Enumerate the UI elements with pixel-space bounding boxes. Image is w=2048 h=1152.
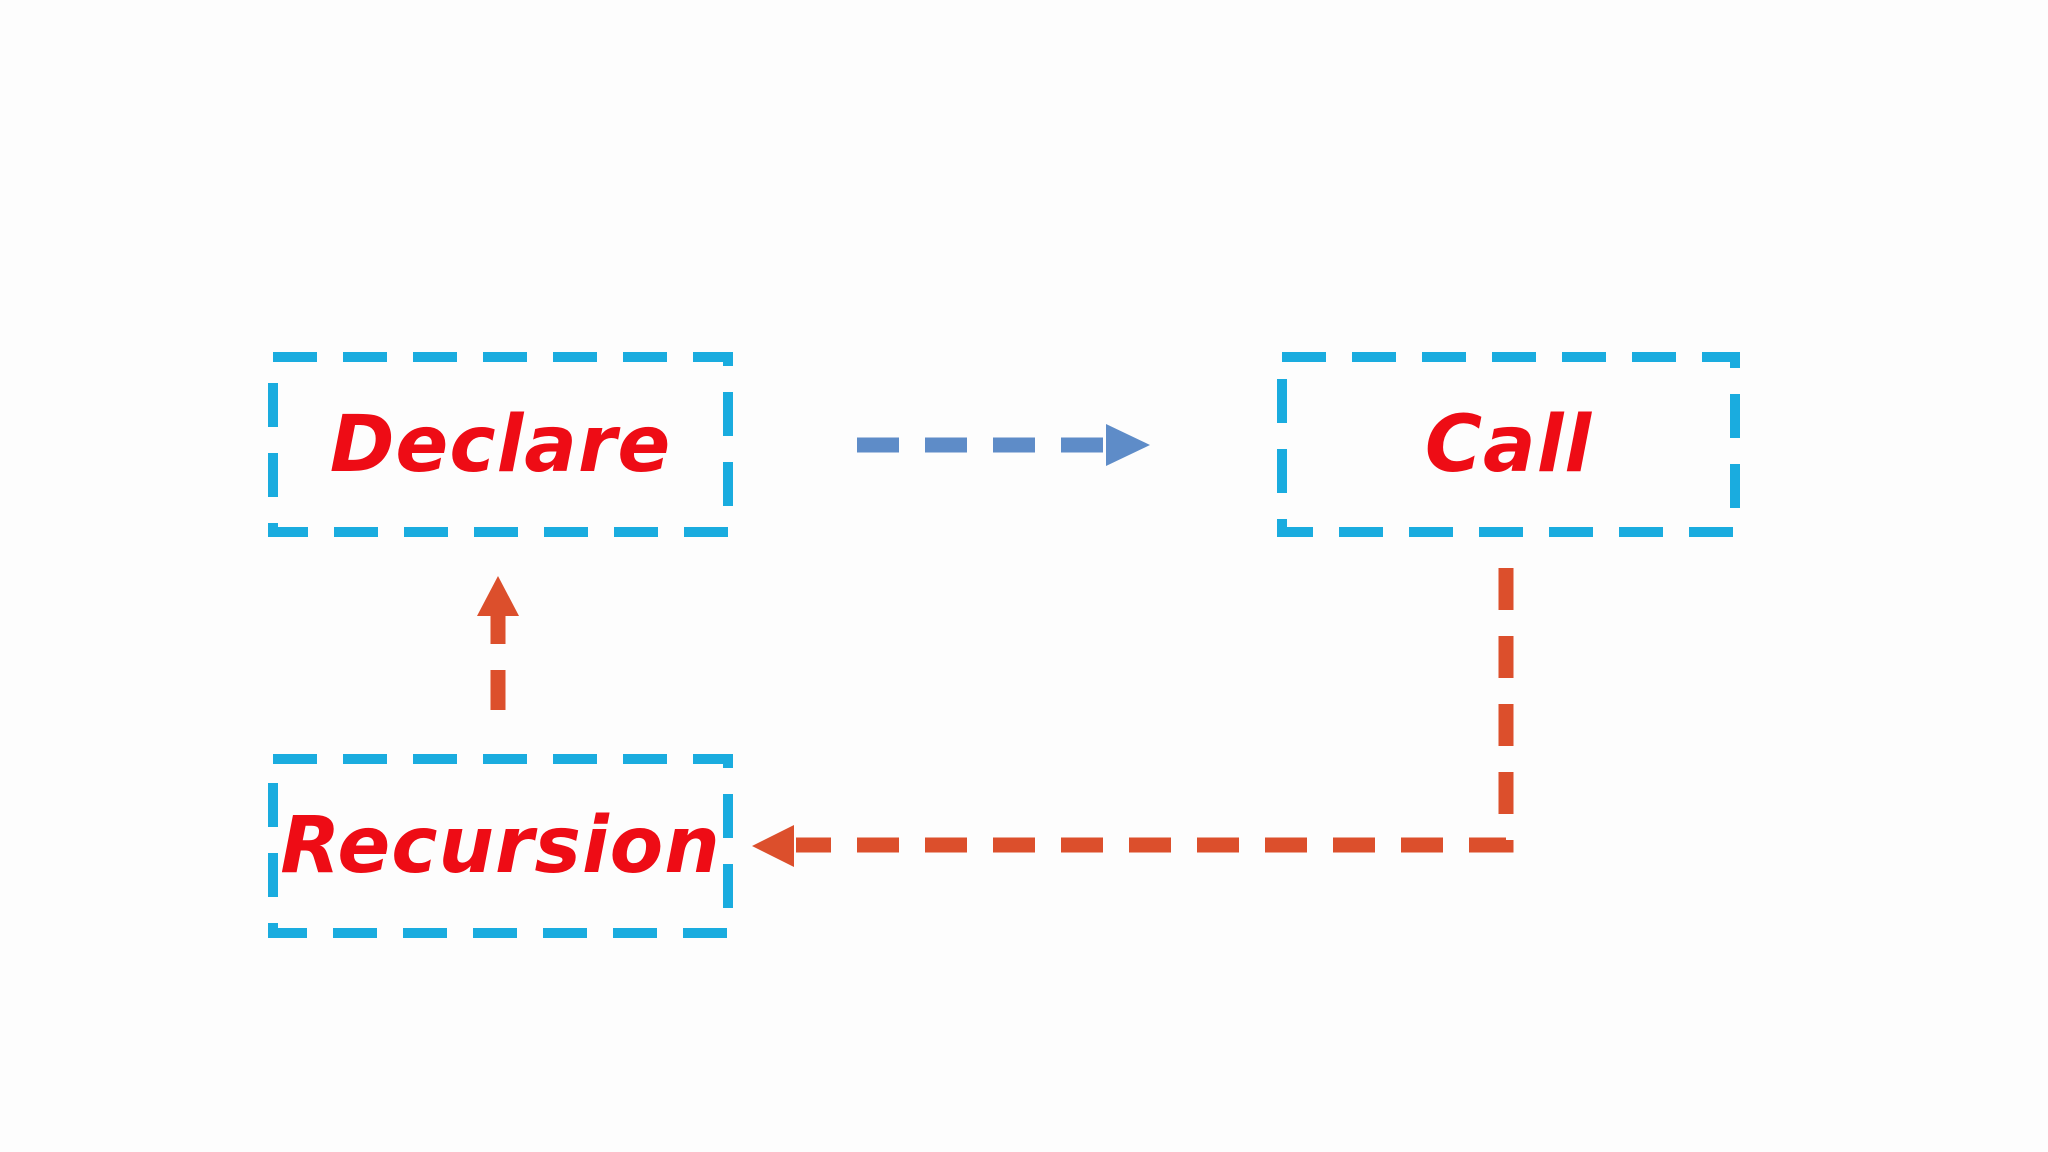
arrow-declare-to-call-arrowhead-icon [1106, 424, 1150, 466]
arrow-call-to-recursion-shaft [796, 568, 1514, 853]
recursion-box-border [268, 754, 733, 938]
declare-box-border [268, 352, 733, 537]
call-node-label: Call [1424, 399, 1593, 490]
arrow-call-to-recursion [752, 568, 1514, 867]
arrow-declare-to-call [857, 424, 1150, 466]
call-box-border [1277, 352, 1740, 537]
recursion-node-label: Recursion [280, 801, 721, 891]
arrow-recursion-to-declare [477, 576, 519, 710]
arrow-recursion-to-declare-arrowhead-icon [477, 576, 519, 616]
arrow-call-to-recursion-arrowhead-icon [752, 825, 794, 867]
declare-node-label: Declare [329, 399, 672, 490]
